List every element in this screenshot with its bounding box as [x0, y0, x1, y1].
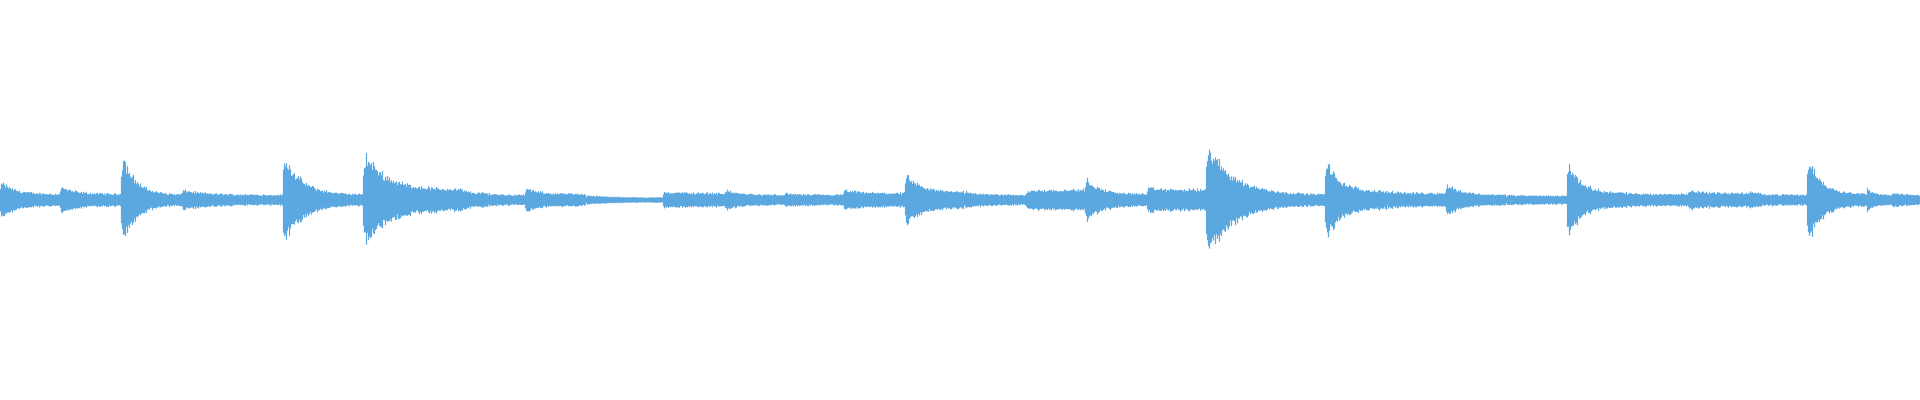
waveform-bars — [0, 149, 1920, 249]
